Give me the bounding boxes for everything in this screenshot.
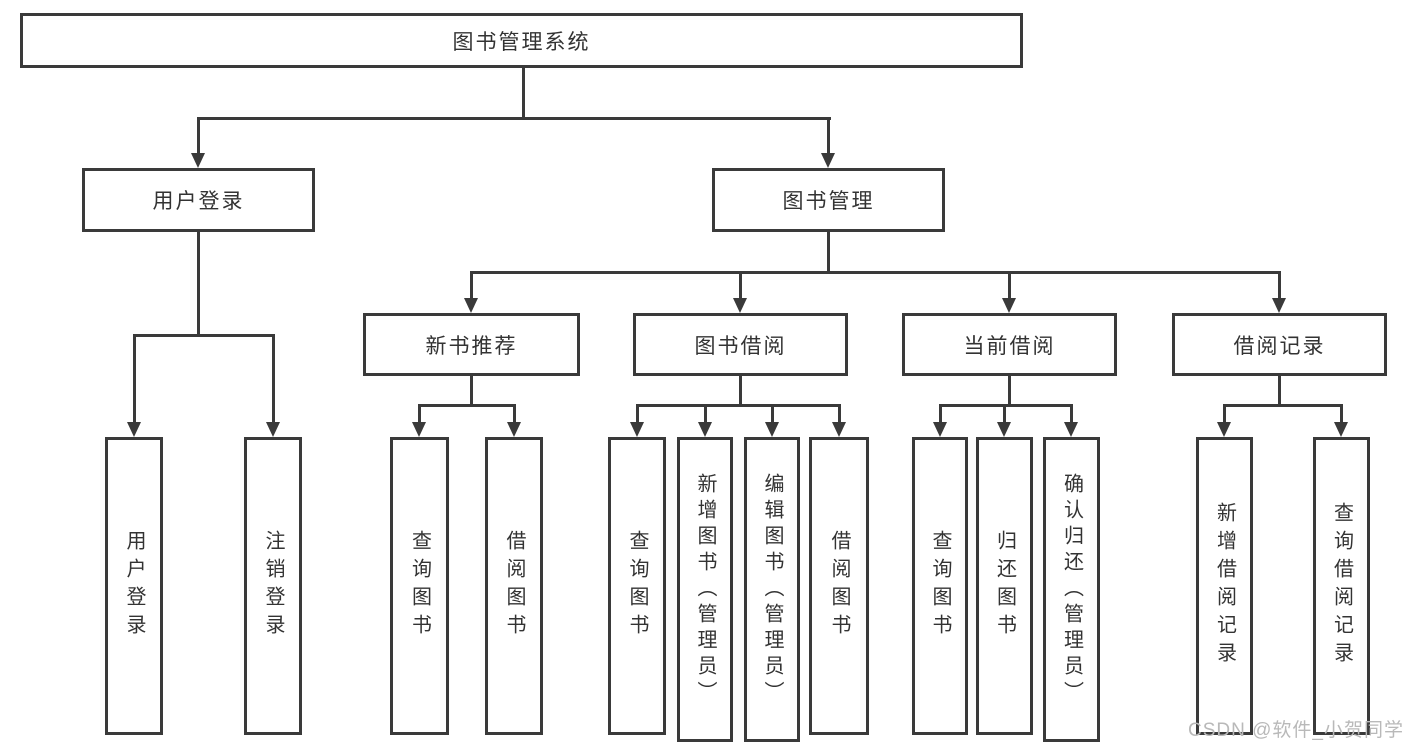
csdn-watermark: CSDN @软件_小贺同学 [1188,720,1404,741]
arrowhead [997,422,1011,437]
node-user-login: 用户登录 [82,168,315,232]
node-logout-leaf-label: 注销登录 [262,530,284,642]
node-logout-leaf: 注销登录 [244,437,302,735]
node-book-borrow-label: 图书借阅 [694,334,787,358]
connector-vline [939,404,942,423]
node-user-login-leaf-label: 用户登录 [123,530,145,642]
node-query-borrow-record-leaf-label: 查询借阅记录 [1330,502,1353,670]
connector-vline [771,404,774,423]
node-add-book-admin-leaf: 新增图书（管理员） [677,437,733,742]
connector-vline [133,334,136,423]
node-user-login-label: 用户登录 [152,190,245,213]
connector-vline [704,404,707,423]
arrowhead [1064,422,1078,437]
node-add-borrow-record-leaf-label: 新增借阅记录 [1213,502,1236,670]
connector-vline [1003,404,1006,423]
node-return-book-leaf-label: 归还图书 [993,530,1016,642]
connector-hline [418,404,515,407]
node-new-book-recommend: 新书推荐 [363,313,580,376]
node-return-book-leaf: 归还图书 [976,437,1033,735]
node-edit-book-admin-leaf-label: 编辑图书（管理员） [761,472,783,707]
connector-vline [197,232,200,337]
node-add-borrow-record-leaf: 新增借阅记录 [1196,437,1253,735]
arrowhead [191,153,205,168]
arrowhead [507,422,521,437]
node-borrow-borrow-book-leaf: 借阅图书 [809,437,869,735]
node-recommend-borrow-book-leaf: 借阅图书 [485,437,543,735]
arrowhead [266,422,280,437]
node-recommend-query-book-leaf-label: 查询图书 [408,530,431,642]
connector-hline [1223,404,1343,407]
connector-vline [739,271,742,299]
node-new-book-recommend-label: 新书推荐 [425,334,518,358]
node-root: 图书管理系统 [20,13,1023,68]
connector-vline [827,232,830,274]
arrowhead [127,422,141,437]
connector-vline [418,404,421,423]
connector-vline [522,68,525,118]
node-recommend-query-book-leaf: 查询图书 [390,437,449,735]
node-book-management-label: 图书管理 [782,190,875,213]
node-current-query-book-leaf-label: 查询图书 [929,530,951,642]
connector-vline [827,117,830,154]
node-root-label: 图书管理系统 [452,30,591,54]
connector-vline [1070,404,1073,423]
arrowhead [1334,422,1348,437]
connector-vline [1278,376,1281,406]
node-confirm-return-admin-leaf-label: 确认归还（管理员） [1060,472,1083,707]
node-current-query-book-leaf: 查询图书 [912,437,968,735]
arrowhead [698,422,712,437]
connector-hline [133,334,275,337]
arrowhead [1217,422,1231,437]
arrowhead [832,422,846,437]
node-borrow-records-label: 借阅记录 [1233,334,1326,358]
connector-vline [513,404,516,423]
node-book-management: 图书管理 [712,168,945,232]
node-borrow-records: 借阅记录 [1172,313,1387,376]
connector-hline [939,404,1073,407]
connector-vline [197,117,200,154]
node-borrow-query-book-leaf: 查询图书 [608,437,666,735]
connector-vline [470,376,473,406]
connector-vline [1278,271,1281,299]
connector-hline [636,404,840,407]
node-add-book-admin-leaf-label: 新增图书（管理员） [694,472,716,707]
arrowhead [933,422,947,437]
node-current-borrow-label: 当前借阅 [963,334,1056,358]
connector-hline [470,271,1280,274]
node-current-borrow: 当前借阅 [902,313,1117,376]
arrowhead [1272,298,1286,313]
connector-vline [838,404,841,423]
node-confirm-return-admin-leaf: 确认归还（管理员） [1043,437,1100,742]
node-borrow-borrow-book-leaf-label: 借阅图书 [828,530,850,642]
arrowhead [765,422,779,437]
arrowhead [733,298,747,313]
node-query-borrow-record-leaf: 查询借阅记录 [1313,437,1370,735]
node-book-borrow: 图书借阅 [633,313,848,376]
connector-vline [739,376,742,406]
arrowhead [630,422,644,437]
connector-vline [272,334,275,423]
connector-vline [1340,404,1343,423]
arrowhead [821,153,835,168]
arrowhead [1002,298,1016,313]
connector-vline [1008,376,1011,406]
node-user-login-leaf: 用户登录 [105,437,163,735]
connector-vline [470,271,473,299]
arrowhead [412,422,426,437]
arrowhead [464,298,478,313]
node-recommend-borrow-book-leaf-label: 借阅图书 [503,530,525,642]
connector-vline [636,404,639,423]
node-edit-book-admin-leaf: 编辑图书（管理员） [744,437,800,742]
node-borrow-query-book-leaf-label: 查询图书 [626,530,648,642]
connector-hline [197,117,831,120]
connector-vline [1223,404,1226,423]
connector-vline [1008,271,1011,299]
